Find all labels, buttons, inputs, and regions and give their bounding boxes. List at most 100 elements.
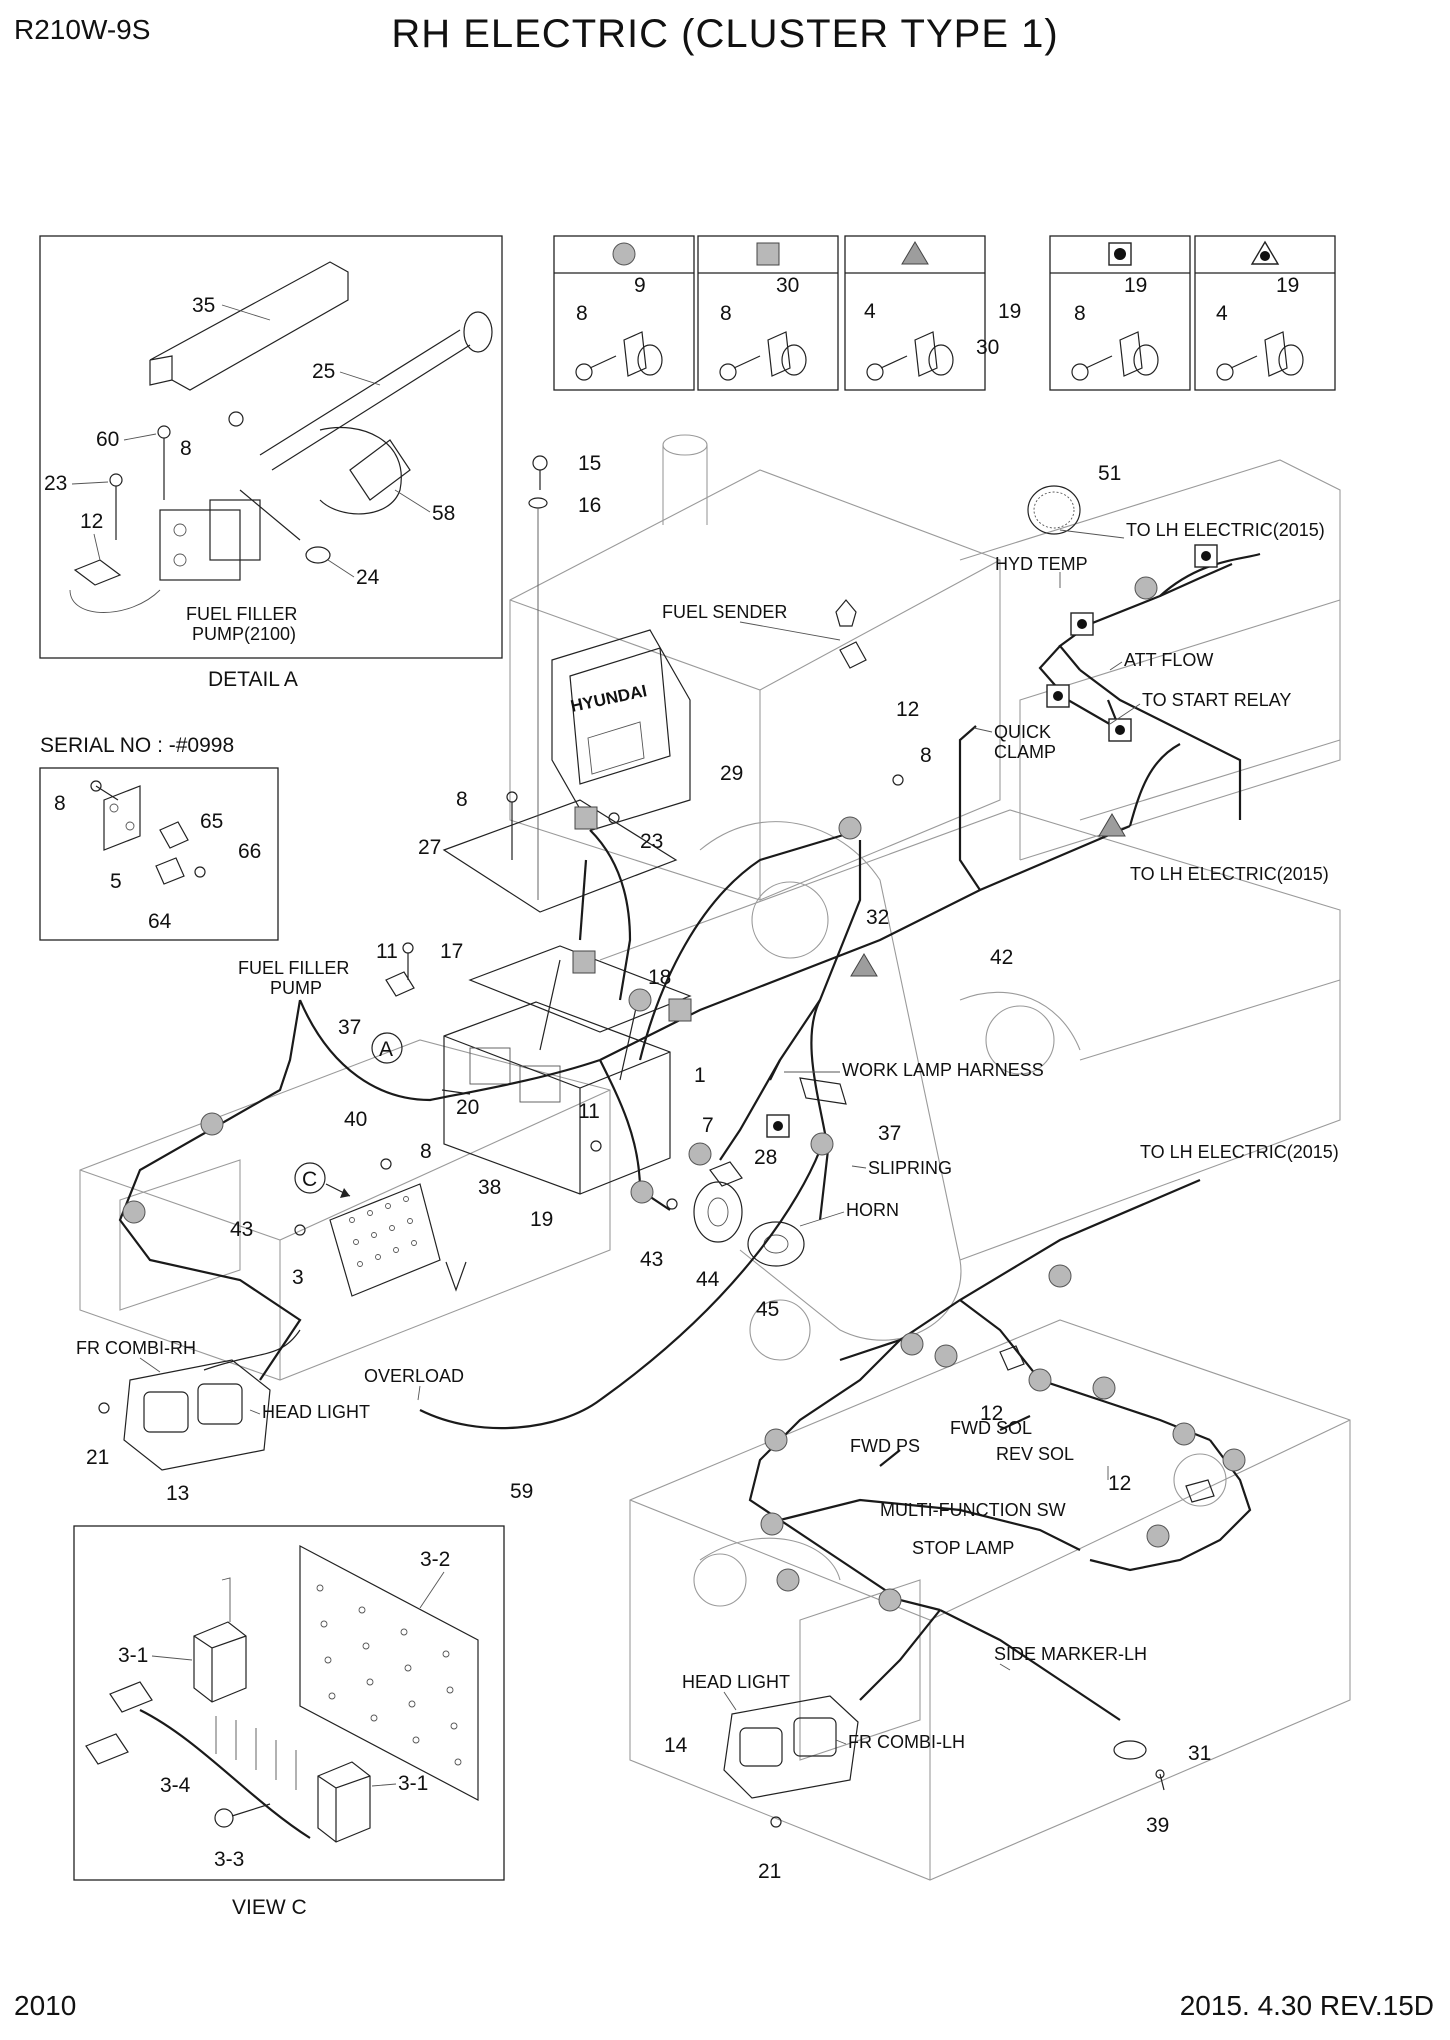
part-label-42: 42	[990, 946, 1013, 969]
legend-part-30: 30	[976, 336, 999, 359]
part-label-31: 31	[1188, 1742, 1211, 1765]
view-c-caption: VIEW C	[232, 1896, 307, 1919]
clip-circle-marker	[628, 988, 652, 1012]
legend-box-circle: 89	[553, 235, 695, 391]
stop-lamp-label: STOP LAMP	[912, 1538, 1014, 1558]
part-label-23: 23	[640, 830, 663, 853]
clip-circle-marker	[1134, 576, 1158, 600]
legend-symbol-circle	[612, 242, 636, 266]
fwd-ps-label: FWD PS	[850, 1436, 920, 1456]
clip-circle-marker	[1092, 1376, 1116, 1400]
fuse-slot	[357, 1261, 363, 1267]
overload-label: OVERLOAD	[364, 1366, 464, 1386]
legend-box-square-dot: 8 19	[1049, 235, 1191, 391]
clip-markers	[122, 544, 1246, 1612]
part-label-27: 27	[418, 836, 441, 859]
part-label-20: 20	[456, 1096, 479, 1119]
plate-hole	[442, 1650, 450, 1658]
label-5: 5	[110, 870, 122, 893]
fuse-slot	[349, 1217, 355, 1223]
legend-part-19: 19	[998, 300, 1021, 323]
clip-circle-marker	[1146, 1524, 1170, 1548]
page-title: RH ELECTRIC (CLUSTER TYPE 1)	[391, 12, 1059, 56]
clip-circle-marker	[776, 1568, 800, 1592]
plate-hole	[324, 1656, 332, 1664]
label-12-detail: 12	[80, 510, 103, 533]
fr-combi-rh-label: FR COMBI-RH	[76, 1338, 196, 1358]
clip-square-marker	[574, 806, 598, 830]
fuse-slot	[407, 1218, 413, 1224]
multi-function-sw-label: MULTI-FUNCTION SW	[880, 1500, 1066, 1520]
plate-hole	[404, 1664, 412, 1672]
plate-hole	[400, 1628, 408, 1636]
clip-circle-marker	[1172, 1422, 1196, 1446]
part-label-37: 37	[338, 1016, 361, 1039]
clip-circle-marker	[934, 1344, 958, 1368]
legend-part-4: 4	[1216, 302, 1228, 325]
clip-circle-marker	[760, 1512, 784, 1536]
fuse-slot	[393, 1247, 399, 1253]
label-8-detail: 8	[180, 437, 192, 460]
part-label-12: 12	[1108, 1472, 1131, 1495]
machine-outline	[79, 434, 1351, 1881]
battery-assembly	[443, 945, 692, 1195]
head-light-lh-label: HEAD LIGHT	[682, 1672, 790, 1692]
label-58: 58	[432, 502, 455, 525]
label-66: 66	[238, 840, 261, 863]
legend-part-19: 19	[1124, 274, 1147, 297]
rev-sol-label: REV SOL	[996, 1444, 1074, 1464]
hyundai-logo-text: HYUNDAI	[569, 681, 649, 716]
part-label-13: 13	[166, 1482, 189, 1505]
head-light-lh-14	[723, 1695, 859, 1799]
reflector-51	[1027, 485, 1081, 535]
fuse-slot	[367, 1210, 373, 1216]
hardware	[98, 455, 1215, 1828]
part-label-15: 15	[578, 452, 601, 475]
view-c-marker: C	[302, 1168, 317, 1191]
label-65: 65	[200, 810, 223, 833]
label-25: 25	[312, 360, 335, 383]
part-label-43: 43	[230, 1218, 253, 1241]
part-label-21: 21	[86, 1446, 109, 1469]
label-24: 24	[356, 566, 380, 589]
fuse-slot	[385, 1203, 391, 1209]
part-label-3: 3	[292, 1266, 304, 1289]
part-label-11: 11	[376, 940, 398, 963]
view-c-panel: 3-2 3-1 3-1 3-4 3-3 VIEW C	[73, 1525, 505, 1919]
fr-combi-lh-label: FR COMBI-LH	[848, 1732, 965, 1752]
part-label-39: 39	[1146, 1814, 1169, 1837]
part-label-21: 21	[758, 1860, 781, 1883]
to-lh-electric-2: TO LH ELECTRIC(2015)	[1130, 864, 1329, 884]
view-c-marker-circle	[294, 1162, 326, 1194]
fuse-box-3	[329, 1183, 441, 1297]
part-label-19: 19	[530, 1208, 553, 1231]
part-label-59: 59	[510, 1480, 533, 1503]
legend-symbol-triangle	[901, 241, 929, 265]
clip-square-dot-center	[773, 1121, 783, 1131]
legend-part-8: 8	[1074, 302, 1086, 325]
legend-box-triangle-dot: 419	[1194, 235, 1336, 391]
part-label-12: 12	[980, 1402, 1003, 1425]
wire-harness	[118, 552, 1261, 1721]
plate-hole	[370, 1714, 378, 1722]
part-label-8: 8	[456, 788, 468, 811]
to-lh-electric-1: TO LH ELECTRIC(2015)	[1126, 520, 1325, 540]
clip-square-marker	[668, 998, 692, 1022]
horn-44	[693, 1181, 743, 1243]
clip-square-dot-center	[1053, 691, 1063, 701]
horn-label: HORN	[846, 1200, 899, 1220]
legend-box-square: 830	[697, 235, 839, 391]
legend-part-8: 8	[720, 302, 732, 325]
detail-a-marker: A	[379, 1038, 393, 1061]
serial-caption: SERIAL NO : -#0998	[40, 734, 234, 757]
detail-a-marker-circle	[371, 1032, 403, 1064]
fuel-sender-label: FUEL SENDER	[662, 602, 787, 622]
part-label-8: 8	[920, 744, 932, 767]
clip-square-dot-center	[1115, 725, 1125, 735]
clip-circle-marker	[838, 816, 862, 840]
